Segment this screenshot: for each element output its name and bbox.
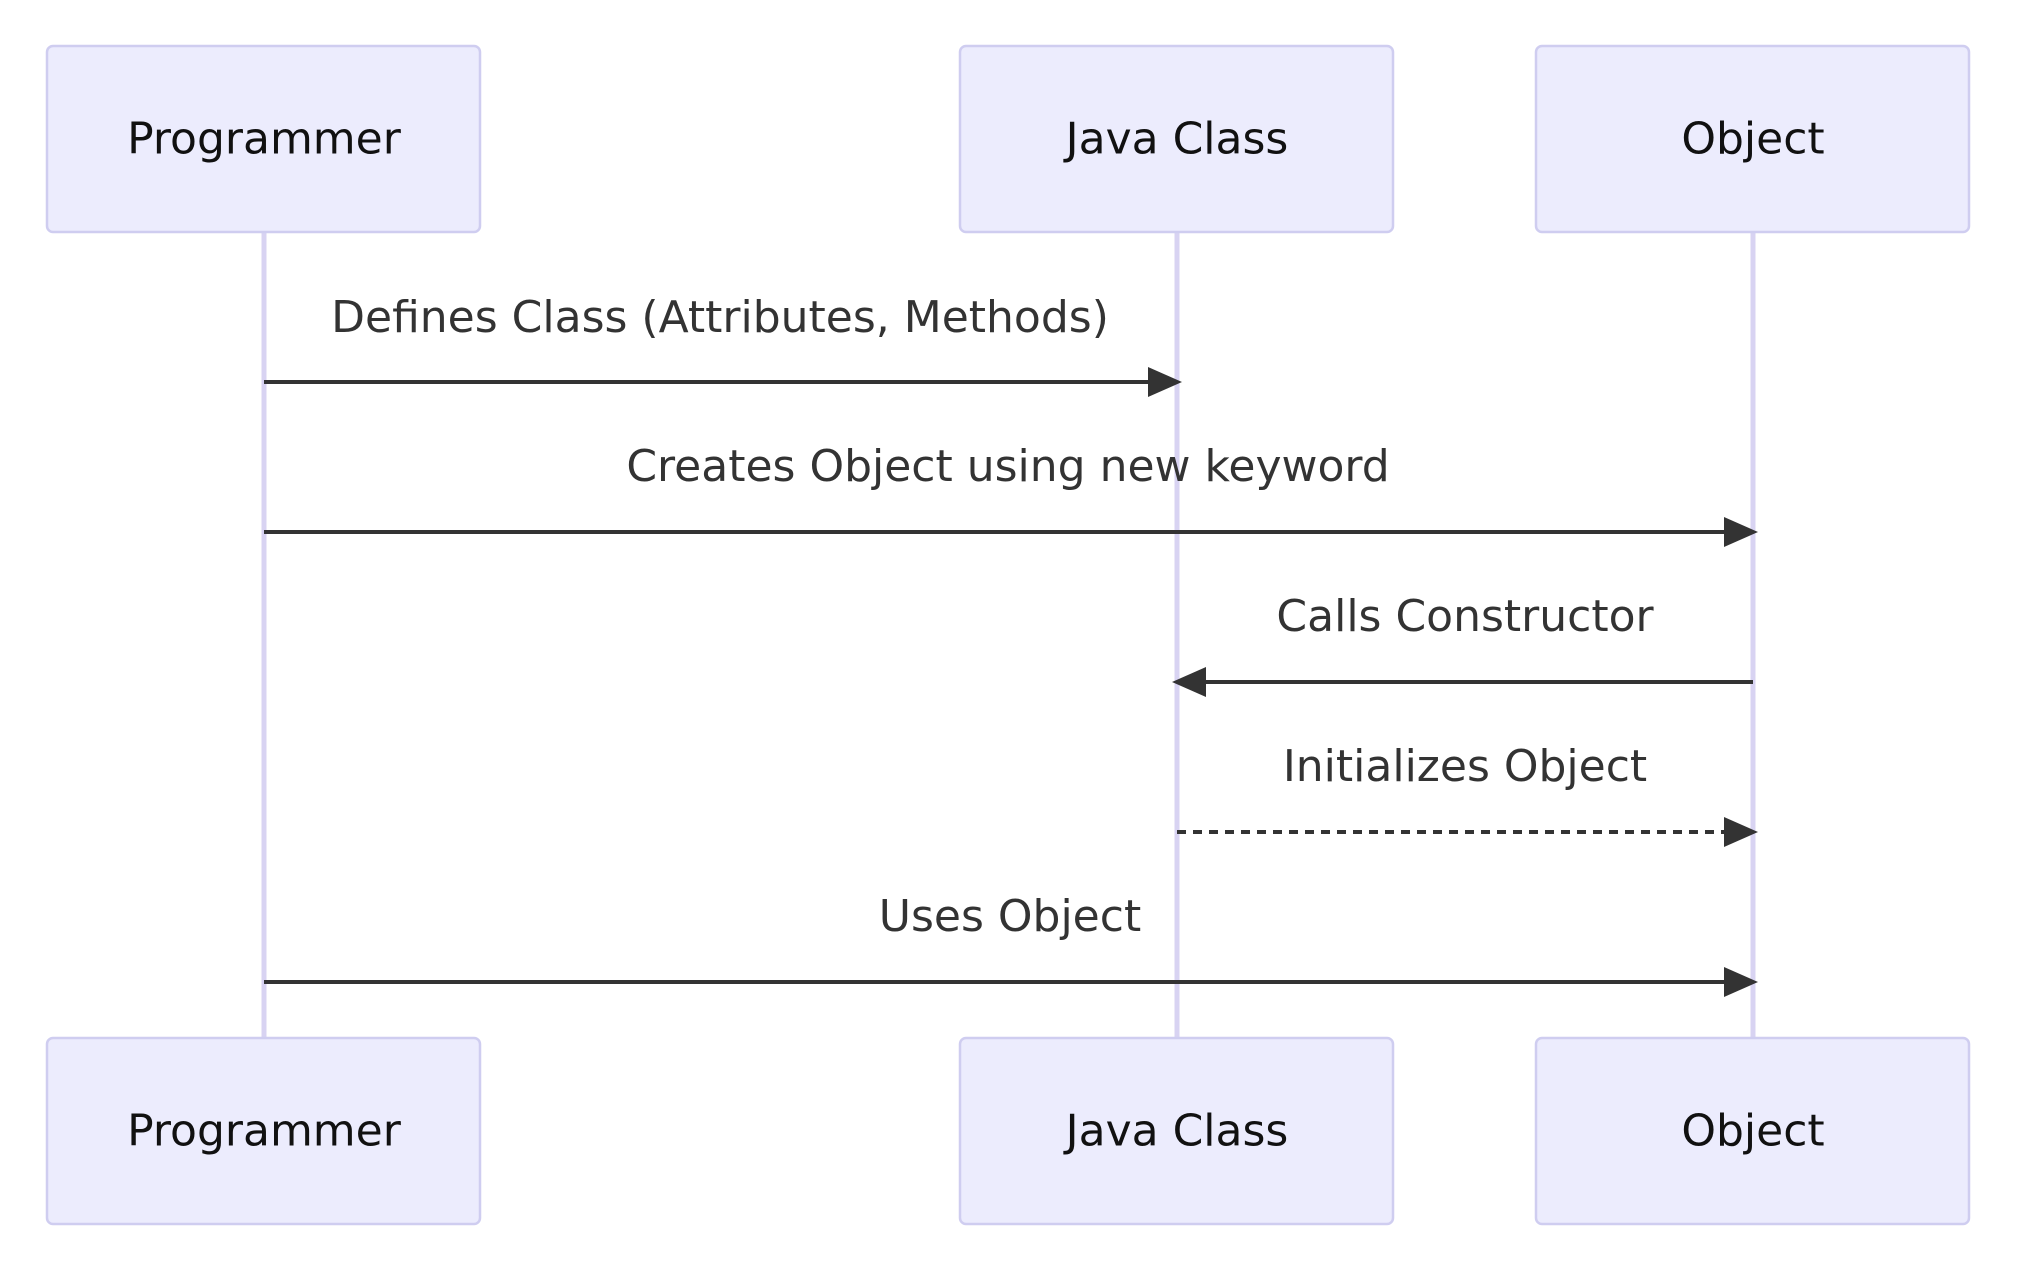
message-uses-object: Uses Object: [264, 891, 1758, 997]
actors-top: Programmer Java Class Object: [45, 44, 1971, 234]
message-defines-class: Defines Class (Attributes, Methods): [264, 292, 1182, 397]
actor-programmer-bottom-label: Programmer: [127, 1106, 402, 1157]
message-defines-class-label: Defines Class (Attributes, Methods): [331, 292, 1109, 343]
actor-object-bottom-label: Object: [1681, 1106, 1824, 1157]
arrowhead-right: [1724, 967, 1758, 997]
actor-object-top: Object: [1534, 44, 1971, 234]
arrowhead-left: [1172, 667, 1206, 697]
arrowhead-right: [1724, 517, 1758, 547]
message-uses-object-label: Uses Object: [879, 891, 1141, 942]
lifelines: [261, 232, 1756, 1038]
messages: Defines Class (Attributes, Methods) Crea…: [264, 292, 1758, 997]
actor-programmer-top-label: Programmer: [127, 114, 402, 165]
actor-java-class-bottom: Java Class: [958, 1036, 1395, 1226]
actor-java-class-top-label: Java Class: [1063, 114, 1289, 165]
arrowhead-right: [1724, 817, 1758, 847]
message-creates-object: Creates Object using new keyword: [264, 441, 1758, 547]
actor-programmer-bottom: Programmer: [45, 1036, 482, 1226]
message-initializes-object: Initializes Object: [1177, 741, 1758, 847]
message-initializes-object-label: Initializes Object: [1283, 741, 1647, 792]
message-calls-constructor: Calls Constructor: [1172, 591, 1753, 697]
actor-java-class-top: Java Class: [958, 44, 1395, 234]
actor-java-class-bottom-label: Java Class: [1063, 1106, 1289, 1157]
actors-bottom: Programmer Java Class Object: [45, 1036, 1971, 1226]
arrowhead-right: [1148, 367, 1182, 397]
message-calls-constructor-label: Calls Constructor: [1276, 591, 1654, 642]
actor-object-bottom: Object: [1534, 1036, 1971, 1226]
actor-programmer-top: Programmer: [45, 44, 482, 234]
message-creates-object-label: Creates Object using new keyword: [626, 441, 1389, 492]
actor-object-top-label: Object: [1681, 114, 1824, 165]
